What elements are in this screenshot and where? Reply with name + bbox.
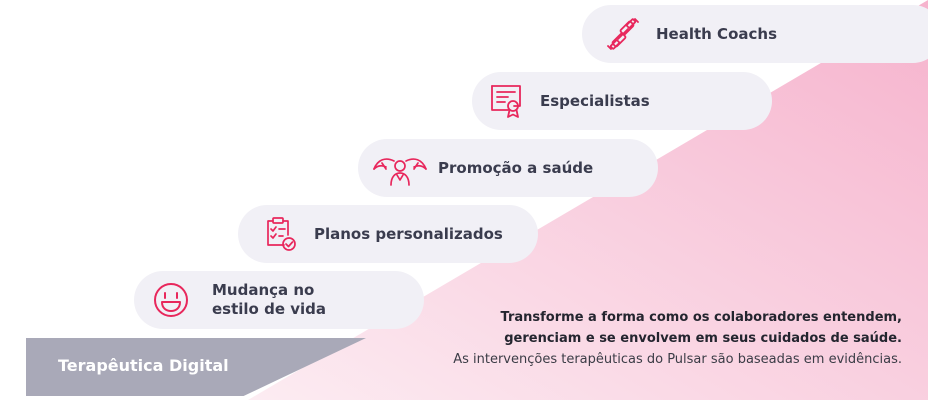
bar-title: Terapêutica Digital <box>58 356 229 375</box>
tagline-line-1: Transforme a forma como os colaboradores… <box>500 310 902 325</box>
step-label: Promoção a saúde <box>438 158 594 177</box>
tagline-line-3: As intervenções terapêuticas do Pulsar s… <box>453 352 902 367</box>
step-label: Mudança no estilo de vida <box>212 281 326 318</box>
tagline: Transforme a forma como os colaboradores… <box>453 307 902 370</box>
dumbbell-icon <box>604 15 642 53</box>
step-mudanca-estilo-vida: Mudança no estilo de vida <box>134 271 424 329</box>
step-health-coachs: Health Coachs <box>582 5 928 63</box>
step-promocao-saude: Promoção a saúde <box>358 139 658 197</box>
step-planos-personalizados: Planos personalizados <box>238 205 538 263</box>
step-label: Planos personalizados <box>314 224 503 243</box>
tagline-line-2: gerenciam e se envolvem em seus cuidados… <box>504 331 902 346</box>
protected-person-icon <box>372 149 428 187</box>
smiley-icon <box>152 281 190 319</box>
certificate-icon <box>488 82 526 120</box>
checklist-icon <box>262 215 300 253</box>
step-label: Especialistas <box>540 91 650 110</box>
step-especialistas: Especialistas <box>472 72 772 130</box>
step-label: Health Coachs <box>656 24 777 43</box>
